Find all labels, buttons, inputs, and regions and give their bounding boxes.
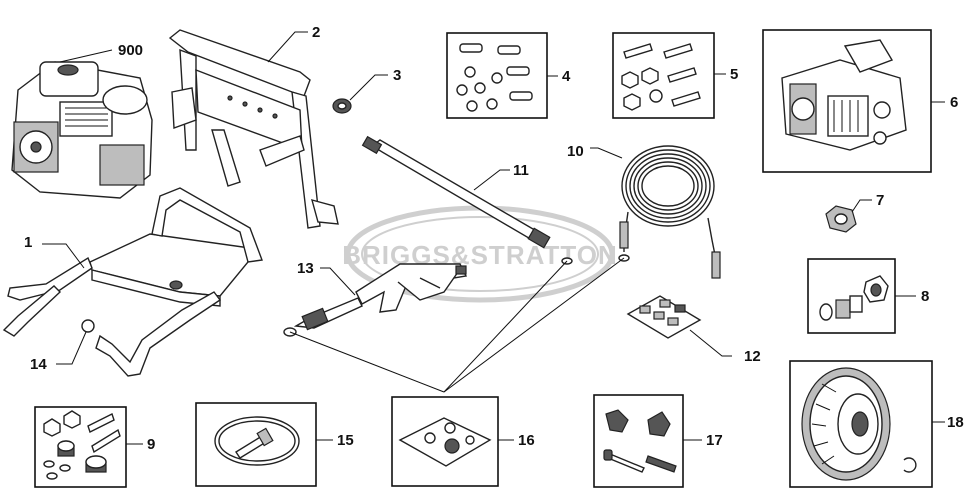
- brand-watermark-text: BRIGGS&STRATTON: [342, 240, 617, 270]
- bolt-kit-4-illustration: [456, 43, 533, 112]
- frame-cap-illustration: [81, 319, 95, 333]
- spray-wand-illustration: [361, 135, 573, 265]
- quick-coupler-illustration: [825, 205, 857, 233]
- fitting-kit-illustration: [819, 275, 889, 321]
- knob-kit-illustration: [603, 409, 677, 473]
- o-ring-kit-illustration: [398, 417, 492, 467]
- pump-illustration: [781, 39, 907, 151]
- bolt-kit-5-illustration: [621, 43, 701, 111]
- callout-5: 5: [730, 66, 738, 83]
- engine-illustration: [11, 61, 153, 199]
- callout-18: 18: [947, 414, 964, 431]
- callout-12: 12: [744, 348, 761, 365]
- o-ring-and-tool-illustration: [214, 416, 300, 466]
- callout-17: 17: [706, 432, 723, 449]
- engine-mount-kit-illustration: [43, 410, 121, 480]
- leader-lines-to-16: [289, 257, 625, 393]
- callout-9: 9: [147, 436, 155, 453]
- callout-3: 3: [393, 67, 401, 84]
- callout-2: 2: [312, 24, 320, 41]
- callout-13: 13: [297, 260, 314, 277]
- callout-1: 1: [24, 234, 32, 251]
- spray-gun-illustration: [283, 263, 468, 337]
- callout-8: 8: [921, 288, 929, 305]
- base-frame-illustration: [2, 187, 263, 377]
- handle-frame-illustration: [168, 29, 339, 229]
- wheel-illustration: [801, 367, 917, 481]
- nut-illustration: [332, 98, 352, 114]
- callout-16: 16: [518, 432, 535, 449]
- callout-11: 11: [513, 162, 529, 179]
- callout-7: 7: [876, 192, 884, 209]
- callout-6: 6: [950, 94, 958, 111]
- callout-10: 10: [567, 143, 584, 160]
- high-pressure-hose-illustration: [618, 145, 721, 279]
- nozzle-kit-illustration: [626, 295, 702, 339]
- callout-900: 900: [118, 42, 143, 59]
- callout-4: 4: [562, 68, 571, 85]
- callout-14: 14: [30, 356, 47, 373]
- callout-15: 15: [337, 432, 354, 449]
- kit-17-box: [593, 394, 684, 488]
